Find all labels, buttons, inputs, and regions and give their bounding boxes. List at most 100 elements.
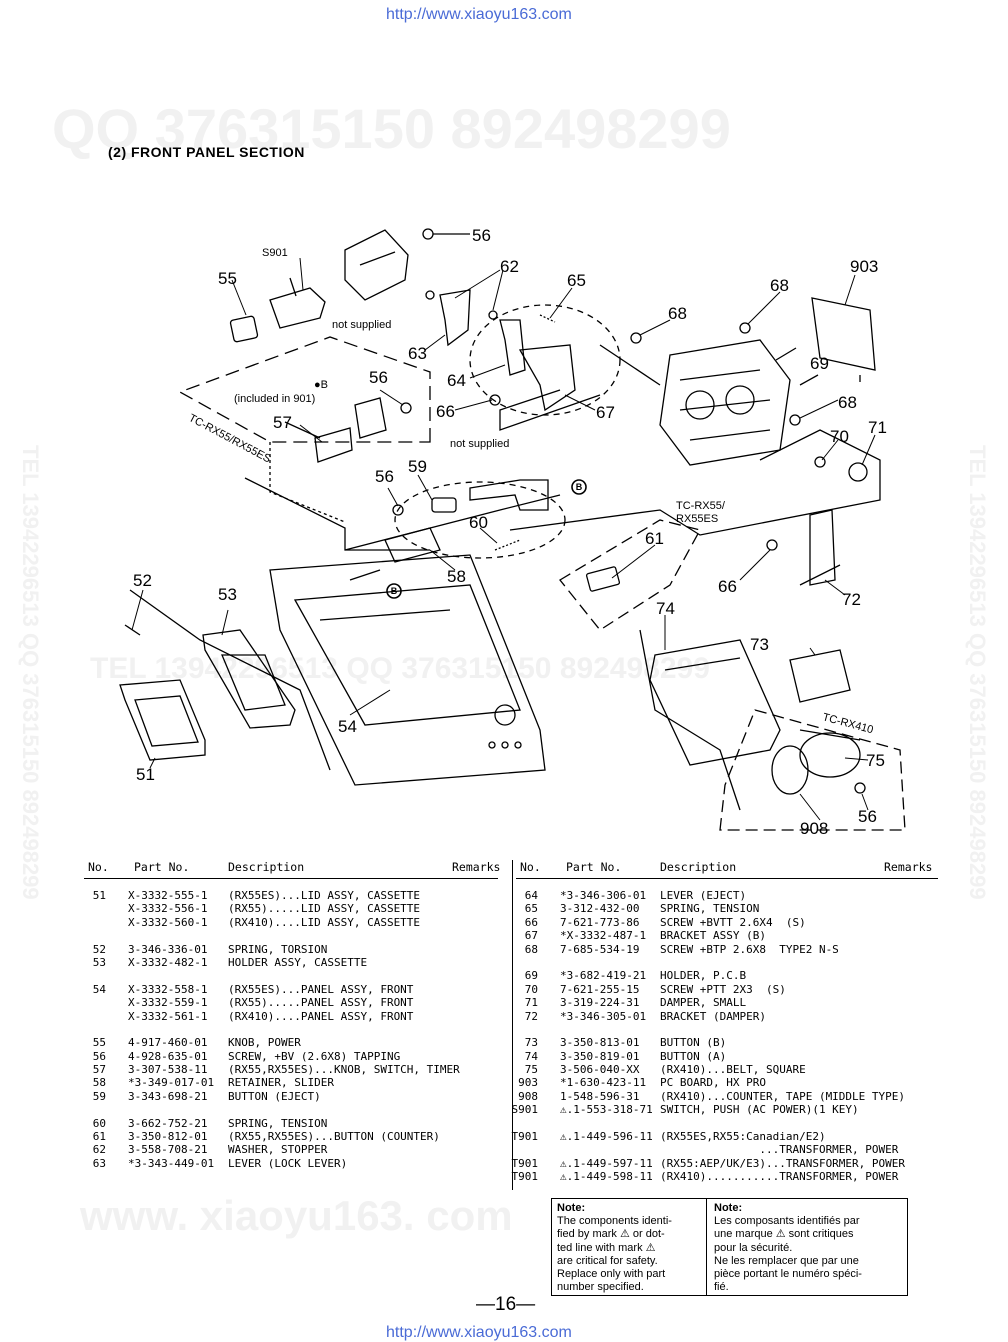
table-row [84, 1023, 506, 1036]
note-english: Note: The components identi- fied by mar… [552, 1199, 707, 1295]
note-line: pour la sécurité. [714, 1241, 793, 1254]
callout: 63 [408, 344, 427, 363]
row-no: 60 [92, 1116, 106, 1130]
callout: 56 [375, 467, 394, 486]
row-part-no: 7-621-773-86 [560, 915, 640, 929]
table-row: X-3332-561-1(RX410)....PANEL ASSY, FRONT [84, 1010, 506, 1023]
header-remarks: Remarks [884, 860, 933, 874]
row-description: ...TRANSFORMER, POWER [660, 1143, 899, 1157]
label-model-2b: RX55ES [676, 513, 718, 525]
header-part: Part No. [134, 860, 190, 874]
note-line: number specified. [557, 1281, 644, 1294]
row-no: 908 [518, 1089, 538, 1103]
callout: 56 [369, 368, 388, 387]
watermark-bottom: www. xiaoyu163. com [80, 1192, 513, 1239]
note-line: The components identi- [557, 1215, 672, 1228]
label-model-2a: TC-RX55/ [676, 500, 726, 512]
row-no: 75 [524, 1063, 538, 1077]
callout: 68 [668, 304, 687, 323]
row-part-no: 3-662-752-21 [128, 1116, 208, 1130]
parts-table-right: No. Part No. Description Remarks 64*3-34… [512, 860, 940, 1184]
row-no: 67 [524, 929, 538, 943]
row-no: S901 [511, 1103, 539, 1117]
row-part-no: 7-621-255-15 [560, 982, 640, 996]
table-row: ...TRANSFORMER, POWER [516, 1143, 940, 1156]
note-line: une marque ⚠ sont critiques [714, 1228, 854, 1241]
callout: 68 [838, 393, 857, 412]
watermark-top: QQ 376315150 892498299 [52, 97, 731, 160]
row-description: SCREW +BTP 2.6X8 TYPE2 N-S [660, 942, 839, 956]
callout: 56 [472, 226, 491, 245]
header-desc: Description [228, 860, 305, 874]
row-part-no: 3-350-819-01 [560, 1049, 640, 1063]
label-s901: S901 [262, 247, 288, 259]
row-part-no: *3-349-017-01 [128, 1076, 215, 1090]
row-part-no: 7-685-534-19 [560, 942, 640, 956]
row-no: 62 [92, 1143, 106, 1157]
row-description: BRACKET ASSY (B) [660, 929, 766, 943]
row-description: SPRING, TENSION [228, 1116, 328, 1130]
row-part-no: *3-343-449-01 [128, 1156, 215, 1170]
header-url[interactable]: http://www.xiaoyu163.com [386, 6, 572, 23]
callout: 66 [718, 577, 737, 596]
row-description: SCREW +BVTT 2.6X4 (S) [660, 915, 806, 929]
callout: 56 [858, 807, 877, 826]
row-no: 54 [92, 982, 106, 996]
row-description: HOLDER ASSY, CASSETTE [228, 955, 368, 969]
row-no: 68 [524, 942, 538, 956]
header-no: No. [520, 860, 541, 874]
row-description: (RX55).....PANEL ASSY, FRONT [228, 996, 414, 1010]
callout: 908 [800, 819, 828, 838]
row-description: (RX410)...COUNTER, TAPE (MIDDLE TYPE) [660, 1089, 906, 1103]
row-no: 64 [524, 889, 538, 902]
callout: 903 [850, 257, 878, 276]
callout: 65 [567, 271, 586, 290]
row-description: (RX55ES)...LID ASSY, CASSETTE [228, 889, 421, 902]
row-part-no: 3-319-224-31 [560, 996, 640, 1010]
row-part-no: 3-346-336-01 [128, 942, 208, 956]
header-remarks: Remarks [452, 860, 501, 874]
row-no: 73 [524, 1036, 538, 1050]
table-row: T901⚠.1-449-597-11(RX55:AEP/UK/E3)...TRA… [512, 1157, 940, 1170]
row-part-no: X-3332-560-1 [128, 915, 208, 929]
callout: 58 [447, 567, 466, 586]
label-b-circle-2: B [391, 586, 398, 596]
row-part-no: 4-917-460-01 [128, 1036, 208, 1050]
note-line: fied by mark ⚠ or dot- [557, 1228, 665, 1241]
row-description: (RX55ES)...PANEL ASSY, FRONT [228, 982, 414, 996]
row-no: 72 [524, 1009, 538, 1023]
callout: 53 [218, 585, 237, 604]
callout: 71 [868, 418, 887, 437]
note-line: Ne les remplacer que par une [714, 1254, 859, 1267]
callout: 67 [596, 403, 615, 422]
table-row: 60 3-662-752-21 SPRING, TENSION [84, 1117, 506, 1130]
note-line: ted line with mark ⚠ [557, 1241, 656, 1254]
row-no: 57 [92, 1063, 106, 1077]
footer-url[interactable]: http://www.xiaoyu163.com [386, 1324, 572, 1341]
note-line: pièce portant le numéro spéci- [714, 1268, 862, 1281]
row-part-no: 3-350-812-01 [128, 1130, 208, 1144]
label-not-supplied-1: not supplied [332, 319, 391, 331]
row-description: (RX410)...........TRANSFORMER, POWER [660, 1170, 899, 1184]
callout: 62 [500, 257, 519, 276]
callout: 59 [408, 457, 427, 476]
row-description: (RX55ES,RX55:Canadian/E2) [660, 1130, 826, 1144]
row-no: 63 [92, 1156, 106, 1170]
callout: 74 [656, 599, 675, 618]
row-part-no: 4-928-635-01 [128, 1049, 208, 1063]
row-part-no: *1-630-423-11 [560, 1076, 647, 1090]
